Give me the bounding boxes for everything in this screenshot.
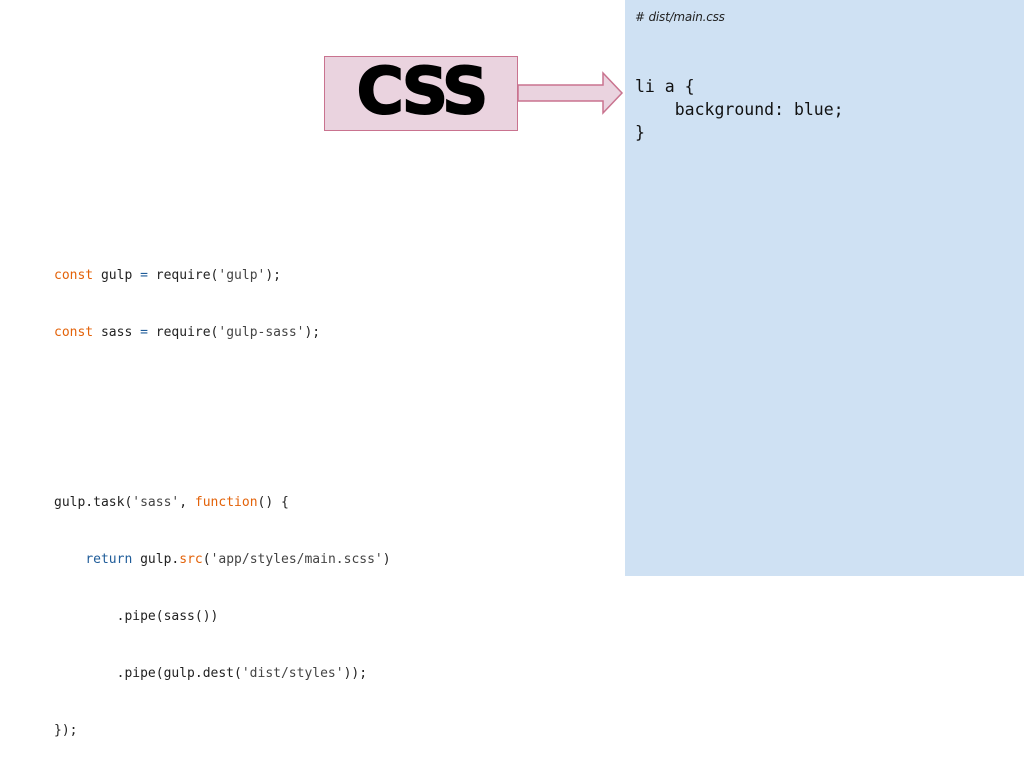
code-token: ); (265, 268, 282, 283)
output-filename: # dist/main.css (635, 10, 725, 24)
code-token: 'sass' (132, 495, 180, 510)
gulp-source-code: const gulp = require('gulp'); const sass… (54, 234, 391, 776)
output-code: li a { background: blue; } (635, 75, 844, 144)
code-token: = (140, 325, 148, 340)
code-line: const sass = require('gulp-sass'); (54, 321, 391, 348)
code-token (54, 552, 85, 567)
code-token: 'app/styles/main.scss' (210, 552, 383, 567)
code-token: gulp.task( (54, 495, 133, 510)
slide: # dist/main.css li a { background: blue;… (54, 0, 1024, 738)
output-code-line: li a { (635, 77, 695, 96)
code-token: ); (304, 325, 321, 340)
code-line-blank (54, 378, 391, 405)
code-line: }); (54, 723, 78, 738)
code-line: return gulp.src('app/styles/main.scss') (54, 548, 391, 575)
css-label-box: CSS (324, 56, 518, 131)
code-token: 'gulp-sass' (218, 325, 305, 340)
code-token: gulp (93, 268, 141, 283)
right-arrow-icon (517, 71, 624, 115)
code-line: gulp.task('sass', function() { (54, 491, 391, 518)
code-token: function (194, 495, 258, 510)
code-token: .pipe(gulp.dest( (54, 666, 242, 681)
code-token: 'gulp' (218, 268, 266, 283)
code-token: , (179, 495, 195, 510)
code-token: src (179, 552, 203, 567)
code-token: const (54, 268, 94, 283)
code-token: gulp. (132, 552, 180, 567)
output-code-line: } (635, 123, 645, 142)
code-token: require( (147, 268, 219, 283)
css-label: CSS (356, 54, 489, 129)
code-token: = (140, 268, 148, 283)
code-token: ( (202, 552, 211, 567)
code-line: .pipe(sass()) (54, 609, 219, 624)
code-token: 'dist/styles' (241, 666, 344, 681)
code-token: () { (257, 495, 289, 510)
code-token: sass (93, 325, 141, 340)
code-token: return (85, 552, 133, 567)
output-panel: # dist/main.css li a { background: blue;… (625, 0, 1024, 576)
code-token: )); (343, 666, 368, 681)
code-token: require( (147, 325, 219, 340)
code-line: const gulp = require('gulp'); (54, 264, 391, 291)
code-line-blank (54, 435, 391, 462)
code-token: const (54, 325, 94, 340)
code-line: .pipe(gulp.dest('dist/styles')); (54, 662, 391, 689)
output-code-line: background: blue; (635, 100, 844, 119)
code-token: ) (382, 552, 391, 567)
